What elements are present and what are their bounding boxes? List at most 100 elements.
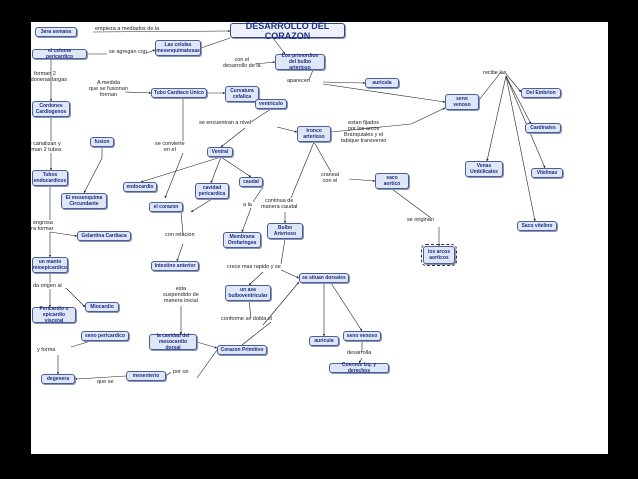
connector-line (280, 238, 286, 265)
node-saco-vitelino[interactable]: Saco vitelino (517, 221, 557, 231)
node-cavidad-pericardica[interactable]: cavidad pericardica (195, 183, 229, 199)
concept-map-canvas: DESARROLLO DEL CORAZON 3era semana el ce… (31, 22, 608, 454)
node-ventral[interactable]: Ventral (207, 147, 233, 157)
node-endocardio[interactable]: endocardio (123, 182, 157, 192)
connector-line (248, 300, 252, 319)
node-gelatina-cardiaca[interactable]: Gelantina Cardiaca (77, 231, 131, 241)
link-label: esta suspendido de manera inicial (163, 286, 199, 304)
node-pericardio-visceral[interactable]: Pericardio o epicardio visceral (32, 306, 76, 324)
connector-line (92, 29, 231, 33)
connector-line (74, 377, 94, 381)
connector-line (70, 340, 92, 348)
connector-line (248, 271, 264, 286)
node-venas-umbilicales[interactable]: Venas Umbilicales (465, 161, 503, 177)
connector-line (322, 83, 446, 103)
node-tronco-arterioso[interactable]: tronco arterioso (297, 126, 331, 142)
connector-line (322, 81, 366, 85)
node-ventriculo[interactable]: ventriculo (255, 99, 287, 109)
link-label: se originan (407, 217, 434, 223)
node-membrana-orofaringea[interactable]: Membrana Orofaringea (223, 232, 261, 248)
connector-line (308, 69, 314, 81)
node-celoma-pericardico[interactable]: el celoma pericardico (32, 48, 87, 60)
node-3era-semana[interactable]: 3era semana (35, 27, 77, 37)
link-label: se convierte en el (155, 141, 185, 153)
node-mesenquima-circundante[interactable]: El mesenquima Circundante (61, 193, 107, 209)
connector-line (505, 75, 536, 222)
connection-lines (48, 29, 546, 381)
connector-line (92, 375, 127, 379)
connector-line (276, 126, 298, 133)
link-label: continua de manera caudal (261, 198, 298, 210)
connector-line (164, 152, 184, 199)
node-saco-aortico[interactable]: saco aortico (375, 173, 409, 189)
node-celulas-mesenquimatosas[interactable]: Las celulas mesenquimatosas (155, 40, 201, 56)
node-caudal[interactable]: caudal (239, 177, 263, 187)
node-vitelinas[interactable]: Vitelinas (531, 168, 563, 178)
map-title-node[interactable]: DESARROLLO DEL CORAZON (230, 22, 345, 41)
node-cavidad-mesocardio-dorsal[interactable]: la cavidad del mesocardio dorsal (149, 333, 197, 351)
connector-line (210, 156, 222, 184)
node-bulbo-arterioso[interactable]: Bulbo Arterioso (267, 223, 303, 239)
link-label: desarrolla (347, 350, 372, 356)
connector-line (254, 61, 276, 65)
link-label: craneal con el (321, 172, 340, 184)
connector-line (220, 156, 252, 178)
connector-line (49, 231, 78, 237)
link-label: conforme se dobla el (221, 316, 273, 322)
link-label: se canalizan y forman 2 tubos (31, 141, 62, 153)
node-tubos-endocardicos[interactable]: Tubos endocardicos (32, 170, 68, 186)
link-label: forman 2 cordoneras largas (31, 71, 68, 83)
connector-line (505, 73, 522, 93)
node-auricula-bottom[interactable]: auricula (309, 336, 339, 346)
link-label: A medida que se fusionan forman (89, 80, 128, 98)
node-seno-venoso-top[interactable]: seno venoso (445, 94, 479, 110)
connector-line (140, 156, 222, 183)
node-arcos-aorticos[interactable]: los arcos aorticos (421, 244, 457, 266)
node-fusion[interactable]: fusion (90, 137, 114, 147)
connector-line (290, 141, 315, 199)
link-label: crece mas rapido y se (227, 264, 281, 270)
link-label: se agregan con (109, 49, 147, 55)
node-auricula-top[interactable]: auricula (365, 78, 399, 88)
node-manto-mioepicardico[interactable]: un manto mioepicardico (32, 257, 68, 273)
node-cardinales[interactable]: Cardinales (525, 123, 561, 133)
node-intestino-anterior[interactable]: Intestino anterior (151, 261, 199, 271)
link-label: recibe las (483, 70, 507, 76)
node-primordios-bulbo[interactable]: Los primordios del bulbo arterioso (275, 53, 325, 71)
node-el-corazon[interactable]: el corazon (149, 202, 183, 212)
connector-line (505, 75, 532, 125)
node-del-embrion[interactable]: Del Embrion (521, 88, 561, 98)
connector-line (330, 123, 412, 133)
node-corazon-primitivo[interactable]: Corazon Primitivo (217, 345, 267, 355)
connector-line (190, 198, 213, 213)
connector-line (478, 71, 502, 101)
link-label: con el desarrollo de la (223, 57, 261, 69)
connector-line (65, 287, 86, 308)
node-miocardio[interactable]: Miocardio (85, 302, 119, 312)
connector-line (486, 75, 507, 162)
connector-line (410, 107, 446, 125)
link-label: a la (243, 202, 252, 208)
connector-line (176, 243, 184, 262)
node-seno-venoso-bottom[interactable]: seno venoso (343, 331, 381, 341)
node-degenera[interactable]: degenera (41, 374, 75, 384)
link-label: empieza a mediados de la (95, 26, 160, 32)
node-tubo-cardiaco-unico[interactable]: Tubo Cardiaco Unico (151, 88, 207, 98)
node-cuernos[interactable]: Cuernos Izq. y derechos (329, 362, 389, 374)
link-label: se engrosa para formar (31, 220, 54, 232)
node-seno-pericardico[interactable]: seno pericardico (81, 331, 129, 341)
connector-line (165, 371, 172, 377)
connector-line (142, 49, 156, 55)
node-mesenterio[interactable]: mesenterio (126, 371, 166, 381)
link-label: que se (97, 379, 114, 385)
link-label: por un (173, 369, 189, 375)
node-se-situan-dorsales[interactable]: se situan dorsales (299, 273, 349, 283)
node-curvatura-cefalica[interactable]: Curvatura cefalica (225, 86, 259, 102)
connector-line (220, 127, 246, 148)
connector-line (252, 186, 264, 203)
node-cordones-cardiogenos[interactable]: Cordones Cardiogenos (32, 101, 70, 117)
connector-line (330, 282, 363, 332)
node-asa-bulboventricular[interactable]: un asa bulboventricular (225, 285, 271, 301)
connector-line (262, 281, 300, 326)
